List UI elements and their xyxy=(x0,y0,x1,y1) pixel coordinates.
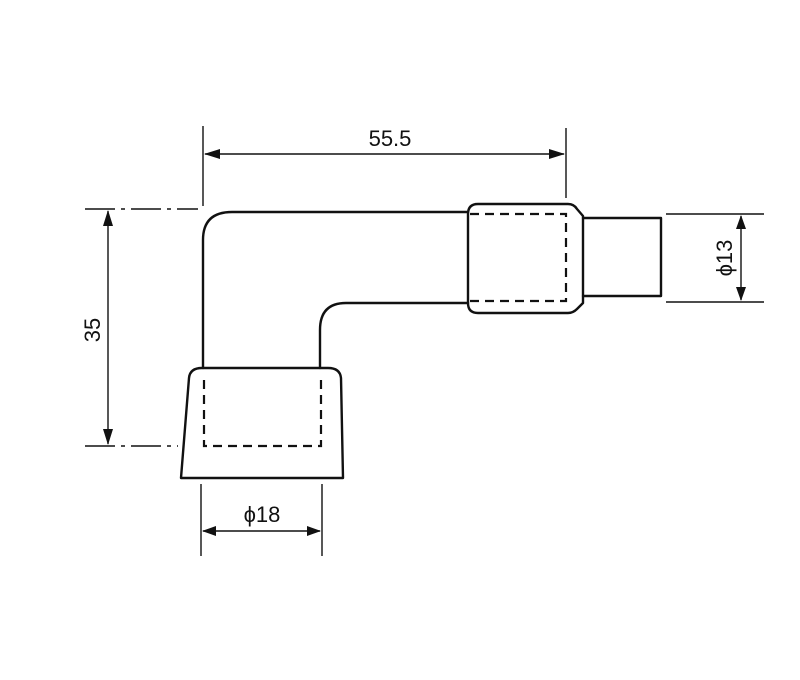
elbow-outer-outline xyxy=(201,210,470,370)
arrowhead-35-top xyxy=(103,210,113,226)
terminal-inner-hidden-line xyxy=(470,212,568,303)
arrowhead-55-left xyxy=(204,149,220,159)
elbow-inner-outline xyxy=(318,301,470,370)
dim-label-horizontal-length: 55.5 xyxy=(369,126,412,151)
dim-label-terminal-diameter: ϕ13 xyxy=(712,240,737,277)
arrowhead-13-top xyxy=(736,215,746,229)
arrowhead-18-left xyxy=(202,526,216,536)
arrowhead-35-bottom xyxy=(103,429,113,445)
terminal-tip xyxy=(581,216,663,298)
boot-cap xyxy=(179,366,345,480)
arrowhead-18-right xyxy=(307,526,321,536)
arrowhead-13-bottom xyxy=(736,287,746,301)
boot-inner-hidden-line xyxy=(202,380,323,448)
arrowhead-55-right xyxy=(549,149,565,159)
dim-label-vertical-height: 35 xyxy=(80,318,105,342)
terminal-sleeve xyxy=(466,202,585,315)
dim-label-boot-diameter: ϕ18 xyxy=(244,502,281,527)
